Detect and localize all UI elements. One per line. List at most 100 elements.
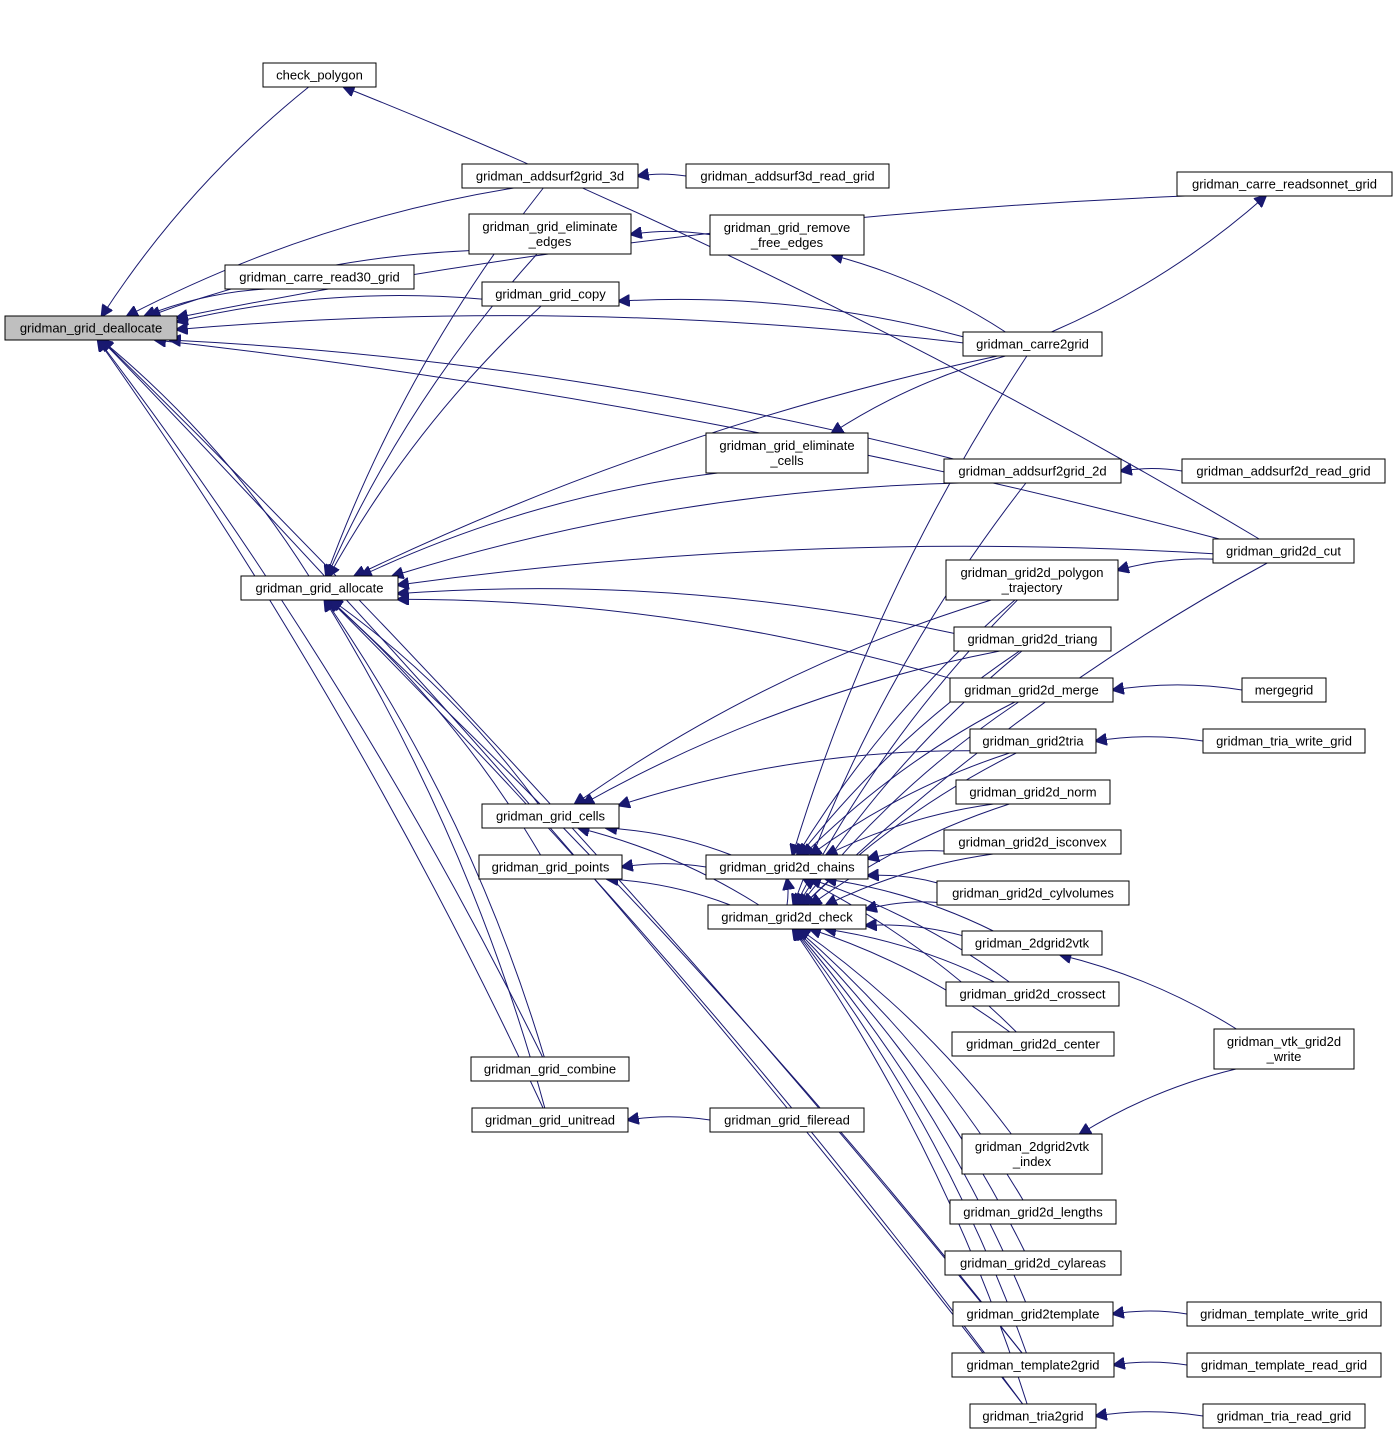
node-grid2d_cylvolumes[interactable]: gridman_grid2d_cylvolumes (936, 880, 1130, 906)
edge-grid2d_cylvolumes-to-grid2d_chains (868, 875, 938, 884)
node-2dgrid2vtk[interactable]: gridman_2dgrid2vtk (961, 930, 1103, 956)
node-box (949, 1199, 1117, 1225)
node-addsurf2grid_2d[interactable]: gridman_addsurf2grid_2d (943, 458, 1122, 484)
node-template2grid[interactable]: gridman_template2grid (951, 1352, 1115, 1378)
node-grid2d_merge[interactable]: gridman_grid2d_merge (949, 677, 1114, 703)
edge-carre_readsonnet_grid-to-root (177, 195, 1186, 318)
node-template_write_grid[interactable]: gridman_template_write_grid (1186, 1301, 1382, 1327)
edge-addsurf3d_read_grid-to-addsurf2grid_3d (638, 174, 687, 176)
edge-template2grid-to-root (102, 340, 1023, 1354)
edge-grid2tria-to-grid_cells (619, 750, 971, 806)
node-addsurf2d_read_grid[interactable]: gridman_addsurf2d_read_grid (1181, 458, 1386, 484)
node-grid2d_center[interactable]: gridman_grid2d_center (951, 1031, 1115, 1057)
node-grid_fileread[interactable]: gridman_grid_fileread (709, 1107, 865, 1133)
node-grid_copy[interactable]: gridman_grid_copy (481, 281, 620, 307)
node-label: gridman_grid2d_triang (967, 632, 1097, 647)
edge-grid2d_cut-to-grid_allocate (398, 545, 1214, 585)
node-label: _cells (769, 453, 804, 468)
edge-addsurf2grid_3d-to-root (127, 187, 514, 316)
node-label: gridman_grid2d_check (721, 910, 853, 925)
edge-grid2d_isconvex-to-grid2d_chains (868, 850, 945, 859)
edge-grid2d_merge-to-grid2d_chains (804, 701, 1016, 855)
node-grid_eliminate_edges[interactable]: gridman_grid_eliminate_edges (468, 213, 632, 255)
node-grid2d_crossect[interactable]: gridman_grid2d_crossect (945, 981, 1120, 1007)
node-grid2d_polygon_trajectory[interactable]: gridman_grid2d_polygon_trajectory (945, 559, 1119, 601)
node-label: gridman_template_read_grid (1201, 1358, 1367, 1373)
node-box (955, 779, 1111, 805)
node-tria_write_grid[interactable]: gridman_tria_write_grid (1202, 728, 1366, 754)
node-grid2d_lengths[interactable]: gridman_grid2d_lengths (949, 1199, 1117, 1225)
node-label: gridman_grid2tria (982, 734, 1084, 749)
node-grid2d_chains[interactable]: gridman_grid2d_chains (705, 854, 869, 880)
node-box (705, 854, 869, 880)
node-grid2d_triang[interactable]: gridman_grid2d_triang (953, 626, 1112, 652)
node-carre_readsonnet_grid[interactable]: gridman_carre_readsonnet_grid (1176, 171, 1393, 197)
node-label: gridman_addsurf2d_read_grid (1196, 464, 1370, 479)
node-box (943, 829, 1122, 855)
node-carre_read30_grid[interactable]: gridman_carre_read30_grid (224, 264, 415, 290)
edge-grid2d_cut-to-check_polygon (344, 87, 1260, 540)
node-grid_combine[interactable]: gridman_grid_combine (470, 1056, 630, 1082)
edge-grid2d_chains-to-grid_cells (606, 828, 732, 856)
node-grid_eliminate_cells[interactable]: gridman_grid_eliminate_cells (705, 432, 869, 474)
node-template_read_grid[interactable]: gridman_template_read_grid (1186, 1352, 1382, 1378)
edge-2dgrid2vtk_index-to-grid2d_check (799, 929, 1012, 1135)
node-label: gridman_grid2d_center (966, 1037, 1100, 1052)
node-mergegrid[interactable]: mergegrid (1241, 677, 1327, 703)
node-grid2tria[interactable]: gridman_grid2tria (969, 728, 1097, 754)
node-box (1181, 458, 1386, 484)
node-check_polygon[interactable]: check_polygon (262, 62, 377, 88)
node-root[interactable]: gridman_grid_deallocate (4, 315, 178, 341)
node-box (481, 281, 620, 307)
node-box (1176, 171, 1393, 197)
node-label: gridman_grid_combine (484, 1062, 616, 1077)
node-grid_points[interactable]: gridman_grid_points (478, 854, 623, 880)
edge-tria2grid-to-grid_allocate (330, 600, 1024, 1405)
node-grid_allocate[interactable]: gridman_grid_allocate (240, 575, 399, 601)
node-label: gridman_addsurf2grid_2d (958, 464, 1106, 479)
node-label: gridman_grid_allocate (256, 581, 384, 596)
node-label: mergegrid (1255, 683, 1314, 698)
edge-grid_combine-to-root (98, 340, 544, 1058)
node-grid2template[interactable]: gridman_grid2template (952, 1301, 1114, 1327)
node-box (1213, 1028, 1355, 1070)
edge-grid_combine-to-grid_allocate (325, 600, 545, 1058)
node-label: gridman_tria2grid (982, 1409, 1083, 1424)
node-grid_unitread[interactable]: gridman_grid_unitread (471, 1107, 629, 1133)
edge-grid2d_center-to-grid2d_check (810, 929, 1011, 1033)
node-grid2d_isconvex[interactable]: gridman_grid2d_isconvex (943, 829, 1122, 855)
node-grid2d_cut[interactable]: gridman_grid2d_cut (1212, 538, 1355, 564)
node-grid_remove_free_edges[interactable]: gridman_grid_remove_free_edges (709, 214, 865, 256)
node-vtk_grid2d_write[interactable]: gridman_vtk_grid2d_write (1213, 1028, 1355, 1070)
node-addsurf2grid_3d[interactable]: gridman_addsurf2grid_3d (461, 163, 639, 189)
node-tria_read_grid[interactable]: gridman_tria_read_grid (1202, 1403, 1366, 1429)
node-tria2grid[interactable]: gridman_tria2grid (969, 1403, 1097, 1429)
node-addsurf3d_read_grid[interactable]: gridman_addsurf3d_read_grid (685, 163, 890, 189)
edge-grid2d_check-to-grid_cells (579, 828, 760, 906)
node-carre2grid[interactable]: gridman_carre2grid (962, 331, 1103, 357)
node-label: gridman_grid_eliminate (719, 438, 854, 453)
edge-grid2d_crossect-to-grid2d_check (825, 929, 995, 983)
edge-grid_copy-to-grid_allocate (329, 305, 542, 576)
node-box (962, 331, 1103, 357)
node-box (478, 854, 623, 880)
node-grid2d_cylareas[interactable]: gridman_grid2d_cylareas (944, 1250, 1122, 1276)
node-box (1241, 677, 1327, 703)
node-box (262, 62, 377, 88)
node-box (1202, 728, 1366, 754)
node-label: gridman_addsurf3d_read_grid (700, 169, 874, 184)
node-box (951, 1031, 1115, 1057)
node-label: gridman_grid_remove (724, 220, 850, 235)
node-label: gridman_grid_points (492, 860, 610, 875)
node-box (951, 1352, 1115, 1378)
node-label: gridman_grid_fileread (724, 1113, 850, 1128)
node-grid2d_check[interactable]: gridman_grid2d_check (707, 904, 867, 930)
edge-check_polygon-to-root (102, 86, 309, 316)
node-label: gridman_addsurf2grid_3d (476, 169, 624, 184)
node-label: gridman_grid_deallocate (20, 321, 162, 336)
node-grid_cells[interactable]: gridman_grid_cells (481, 803, 620, 829)
node-label: gridman_grid2d_lengths (963, 1205, 1103, 1220)
node-2dgrid2vtk_index[interactable]: gridman_2dgrid2vtk_index (961, 1133, 1103, 1175)
node-box (705, 432, 869, 474)
node-grid2d_norm[interactable]: gridman_grid2d_norm (955, 779, 1111, 805)
